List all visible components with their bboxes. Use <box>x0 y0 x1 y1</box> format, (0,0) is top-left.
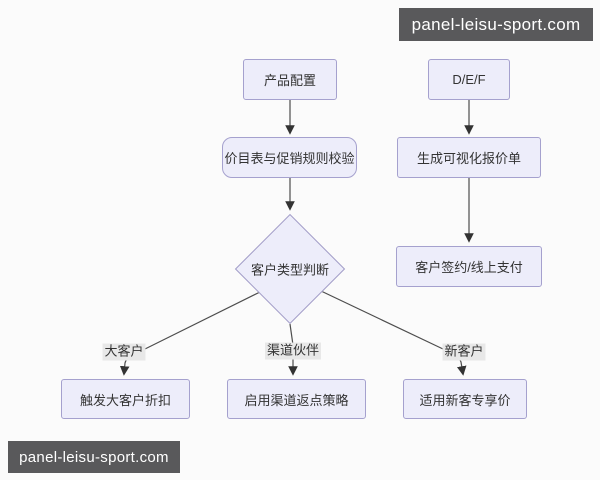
node-price-promo-check: 价目表与促销规则校验 <box>222 137 357 178</box>
edge-label-channel-partner: 渠道伙伴 <box>264 342 322 360</box>
watermark-top-right: panel-leisu-sport.com <box>399 8 593 41</box>
edge-label-key-account: 大客户 <box>102 343 146 361</box>
node-def-step: D/E/F <box>428 59 510 100</box>
edge-decision-to-newcustomer <box>320 290 467 376</box>
node-product-config: 产品配置 <box>243 59 337 100</box>
node-generate-quote: 生成可视化报价单 <box>397 137 541 178</box>
node-key-account-discount: 触发大客户折扣 <box>61 379 190 419</box>
edge-decision-to-keyaccount <box>119 291 261 376</box>
edge-label-new-customer: 新客户 <box>442 343 486 361</box>
node-new-customer-price: 适用新客专享价 <box>403 379 527 419</box>
node-customer-type-decision: 客户类型判断 <box>250 262 330 278</box>
node-sign-and-pay: 客户签约/线上支付 <box>396 246 542 287</box>
watermark-bottom-left: panel-leisu-sport.com <box>8 441 180 473</box>
node-channel-rebate-policy: 启用渠道返点策略 <box>227 379 366 419</box>
